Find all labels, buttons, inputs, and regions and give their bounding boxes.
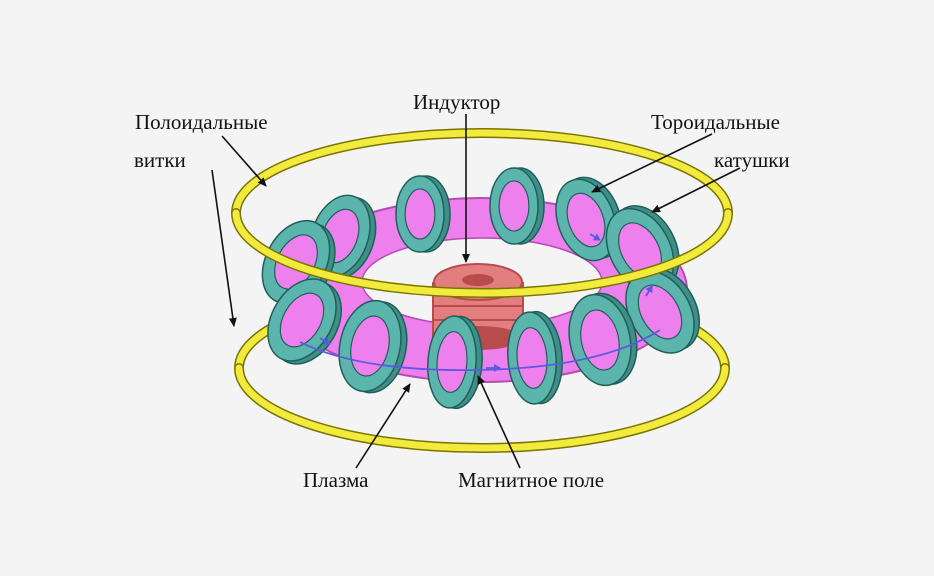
poloidal-lower-front-arc — [235, 364, 729, 452]
toroidal-coils-label-line2: катушки — [714, 148, 790, 172]
field-line-front — [299, 329, 661, 372]
leader-toroidal-1 — [591, 133, 713, 193]
leader-poloidal-lower — [211, 169, 237, 327]
toroidal-coil-back-1 — [395, 175, 451, 253]
leader-lines — [211, 114, 741, 469]
toroidal-coil-front-6-bore — [516, 327, 548, 389]
leader-toroidal-2 — [651, 167, 741, 213]
toroidal-coil-front-4 — [568, 292, 638, 387]
toroidal-coil-front-5-bore — [436, 331, 468, 393]
field-arrow-upper-right — [589, 233, 601, 241]
toroidal-coil-front-5 — [427, 315, 483, 410]
toroidal-coil-back-4-bore — [566, 192, 606, 248]
toroidal-coils-front — [267, 267, 700, 410]
leader-magnetic-field — [477, 375, 521, 469]
toroidal-coil-front-4-bore — [580, 309, 620, 371]
poloidal-coils-label-line2: витки — [134, 148, 186, 172]
toroidal-coil-back-1-bore — [404, 188, 436, 240]
poloidal-upper-back-arc — [232, 129, 732, 217]
field-arrow-left — [319, 337, 331, 345]
toroidal-coil-back-2 — [489, 167, 545, 245]
toroidal-coils-label-line1: Тороидальные — [651, 110, 780, 134]
poloidal-upper-front-arc — [232, 209, 732, 297]
magnetic-field-label: Магнитное поле — [458, 468, 605, 492]
leader-plasma — [355, 383, 411, 469]
leader-poloidal-upper — [221, 135, 267, 187]
inductor-label: Индуктор — [413, 90, 501, 114]
poloidal-coils-front — [231, 208, 733, 453]
toroidal-coil-front-6 — [507, 310, 563, 405]
inductor-top-hole — [462, 274, 494, 286]
toroidal-coil-back-2-bore — [498, 180, 530, 232]
poloidal-coils-label-line1: Полоидальные — [135, 110, 268, 134]
magnetic-field-lines — [299, 233, 661, 372]
field-arrow-right — [645, 285, 653, 297]
toroidal-coil-front-1-bore — [279, 292, 325, 348]
plasma-label: Плазма — [303, 468, 369, 492]
toroidal-coil-front-2-bore — [637, 284, 683, 340]
toroidal-coil-back-4 — [555, 176, 623, 262]
